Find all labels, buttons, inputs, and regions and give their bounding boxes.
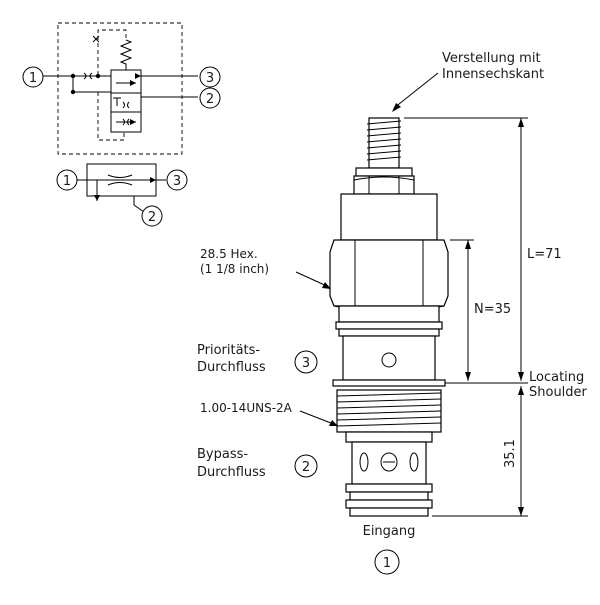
simplified-port-2: 2 xyxy=(141,205,163,227)
svg-text:2: 2 xyxy=(206,92,214,107)
hex-label-line1: 28.5 Hex. xyxy=(200,247,258,261)
svg-text:2: 2 xyxy=(302,460,310,475)
simplified-port-1: 1 xyxy=(56,169,78,191)
dimension-n: N=35 xyxy=(474,302,511,317)
bypass-port-circle: 2 xyxy=(294,454,318,478)
symbol-port-3: 3 xyxy=(199,66,221,88)
svg-text:1: 1 xyxy=(29,71,37,86)
symbol-port-1: 1 xyxy=(22,66,44,88)
adjustment-label-line2: Innensechskant xyxy=(442,67,544,82)
svg-text:3: 3 xyxy=(302,356,310,371)
dimension-lines xyxy=(404,117,528,517)
priority-port-circle: 3 xyxy=(294,350,318,374)
adjustment-label-line1: Verstellung mit xyxy=(442,51,541,66)
svg-text:2: 2 xyxy=(148,210,156,225)
dimension-lower: 35.1 xyxy=(503,439,518,468)
hydraulic-symbol-detailed xyxy=(38,22,198,155)
simplified-port-3: 3 xyxy=(166,169,188,191)
inlet-port-circle: 1 xyxy=(374,549,400,575)
locating-shoulder-line2: Shoulder xyxy=(529,385,588,400)
locating-shoulder-line1: Locating xyxy=(529,370,584,385)
svg-text:1: 1 xyxy=(63,174,71,189)
bypass-label-line2: Durchfluss xyxy=(197,465,266,480)
cartridge-valve xyxy=(329,117,449,517)
hydraulic-symbol-simplified xyxy=(76,163,166,213)
priority-label-line2: Durchfluss xyxy=(197,360,266,375)
symbol-port-2: 2 xyxy=(199,87,221,109)
thread-label: 1.00-14UNS-2A xyxy=(200,401,293,415)
hex-label-line2: (1 1/8 inch) xyxy=(200,262,269,276)
inlet-label: Eingang xyxy=(363,524,416,539)
svg-text:3: 3 xyxy=(206,71,214,86)
svg-text:1: 1 xyxy=(383,556,391,571)
dimension-length: L=71 xyxy=(527,247,562,262)
priority-label-line1: Prioritäts- xyxy=(197,343,260,358)
bypass-label-line1: Bypass- xyxy=(197,447,248,462)
svg-text:3: 3 xyxy=(173,174,181,189)
